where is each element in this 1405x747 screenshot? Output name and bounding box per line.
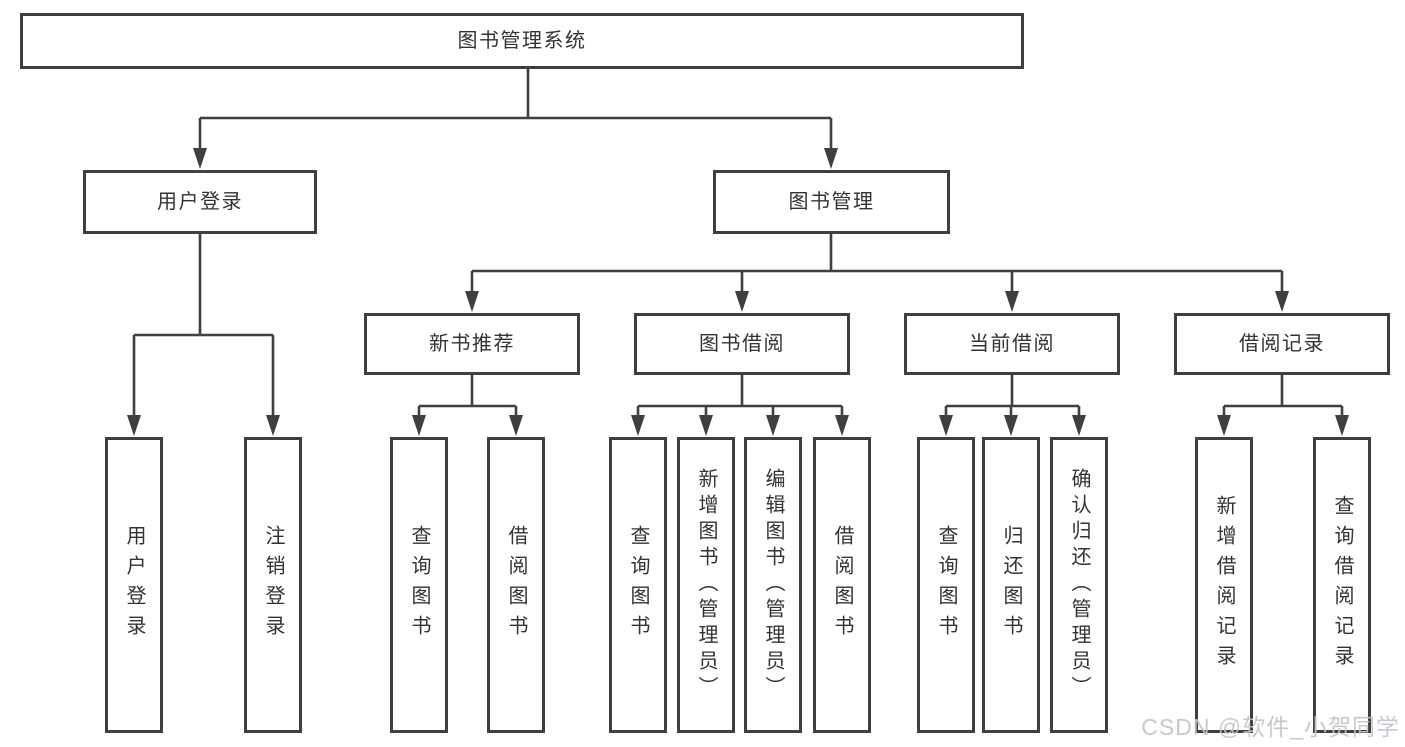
- node-borrow-records-label: 借阅记录: [1239, 333, 1325, 355]
- leaf-recommend-borrow-books: 借阅图书: [487, 437, 545, 733]
- node-new-book-recommend-label: 新书推荐: [429, 333, 515, 355]
- leaf-recommend-query-books: 查询图书: [390, 437, 448, 733]
- connector-book-management-children: [465, 234, 1289, 312]
- node-book-management: 图书管理: [713, 170, 950, 234]
- node-book-borrow-label: 图书借阅: [699, 333, 785, 355]
- leaf-current-return-books-label: 归还图书: [1000, 525, 1022, 645]
- node-book-borrow: 图书借阅: [634, 313, 850, 375]
- leaf-current-query-books-label: 查询图书: [935, 525, 957, 645]
- node-user-login-label: 用户登录: [157, 191, 243, 213]
- leaf-logout-label: 注销登录: [262, 525, 284, 645]
- connector-user-login-children: [127, 234, 280, 436]
- node-current-borrow: 当前借阅: [904, 313, 1120, 375]
- leaf-current-confirm-return-admin: 确认归还（管理员）: [1050, 437, 1108, 733]
- leaf-current-query-books: 查询图书: [917, 437, 975, 733]
- leaf-current-confirm-return-admin-label: 确认归还（管理员）: [1068, 468, 1090, 702]
- node-root-label: 图书管理系统: [457, 30, 587, 52]
- leaf-borrow-borrow-books-label: 借阅图书: [831, 525, 853, 645]
- csdn-watermark: CSDN @软件_小贺同学: [1141, 714, 1400, 740]
- leaf-logout: 注销登录: [244, 437, 302, 733]
- leaf-records-query-record-label: 查询借阅记录: [1331, 495, 1353, 675]
- connector-borrow-records-children: [1217, 375, 1349, 436]
- leaf-recommend-query-books-label: 查询图书: [408, 525, 430, 645]
- leaf-user-login: 用户登录: [105, 437, 163, 733]
- leaf-borrow-edit-books-admin: 编辑图书（管理员）: [744, 437, 802, 733]
- node-root: 图书管理系统: [20, 13, 1024, 69]
- node-new-book-recommend: 新书推荐: [364, 313, 580, 375]
- leaf-borrow-add-books-admin: 新增图书（管理员）: [677, 437, 735, 733]
- leaf-borrow-add-books-admin-label: 新增图书（管理员）: [695, 468, 717, 702]
- leaf-borrow-edit-books-admin-label: 编辑图书（管理员）: [762, 468, 784, 702]
- leaf-records-query-record: 查询借阅记录: [1313, 437, 1371, 733]
- leaf-borrow-query-books: 查询图书: [609, 437, 667, 733]
- node-current-borrow-label: 当前借阅: [969, 333, 1055, 355]
- connector-new-book-recommend-children: [412, 375, 523, 436]
- connector-book-borrow-children: [631, 375, 849, 436]
- node-book-management-label: 图书管理: [788, 191, 875, 213]
- connector-root-to-level2: [193, 69, 838, 169]
- leaf-recommend-borrow-books-label: 借阅图书: [505, 525, 527, 645]
- leaf-current-return-books: 归还图书: [982, 437, 1040, 733]
- leaf-records-add-record: 新增借阅记录: [1195, 437, 1253, 733]
- leaf-borrow-query-books-label: 查询图书: [627, 525, 649, 645]
- node-user-login: 用户登录: [83, 170, 317, 234]
- leaf-borrow-borrow-books: 借阅图书: [813, 437, 871, 733]
- connector-current-borrow-children: [939, 375, 1086, 436]
- leaf-records-add-record-label: 新增借阅记录: [1213, 495, 1235, 675]
- leaf-user-login-label: 用户登录: [123, 525, 145, 645]
- node-borrow-records: 借阅记录: [1174, 313, 1390, 375]
